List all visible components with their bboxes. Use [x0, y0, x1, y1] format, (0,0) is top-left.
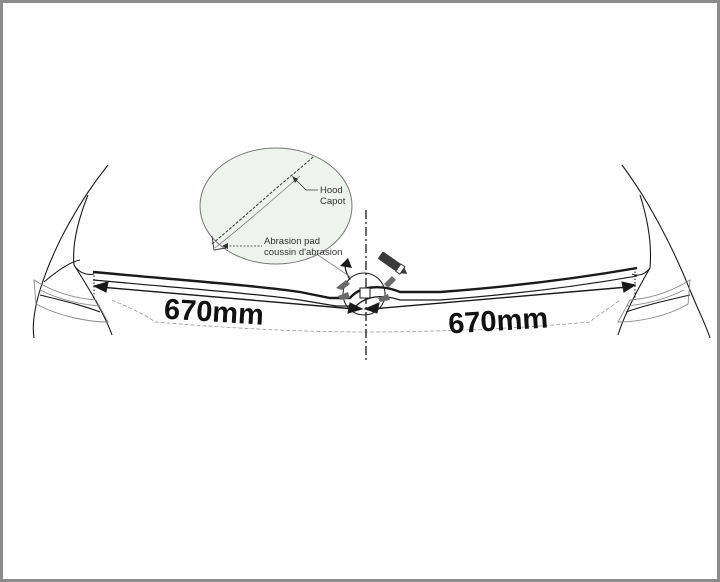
callout-connector — [317, 254, 353, 279]
left-headlamp — [33, 279, 109, 323]
marker-pen-icon — [378, 251, 408, 275]
dimension-right-label: 670mm — [447, 302, 549, 340]
car-left-side — [32, 164, 113, 339]
dimension-left-label: 670mm — [163, 294, 265, 332]
grille-outline — [111, 299, 621, 333]
hood-leader — [293, 177, 318, 191]
hood-lower-edge — [92, 275, 638, 307]
hood-label-fr: Capot — [320, 196, 346, 207]
abrasion-pad-mark — [359, 287, 371, 299]
hood-label-en: Hood — [320, 185, 343, 196]
callout-bubble — [199, 147, 353, 279]
pad-label-en: Abrasion pad — [264, 236, 320, 247]
car-right-side — [617, 164, 711, 339]
right-headlamp — [617, 279, 691, 323]
rotate-arrow-head — [340, 258, 352, 268]
callout-hood-curve — [211, 155, 315, 245]
pad-label-fr: coussin d'abrasion — [264, 247, 342, 258]
center-marking — [336, 251, 408, 316]
